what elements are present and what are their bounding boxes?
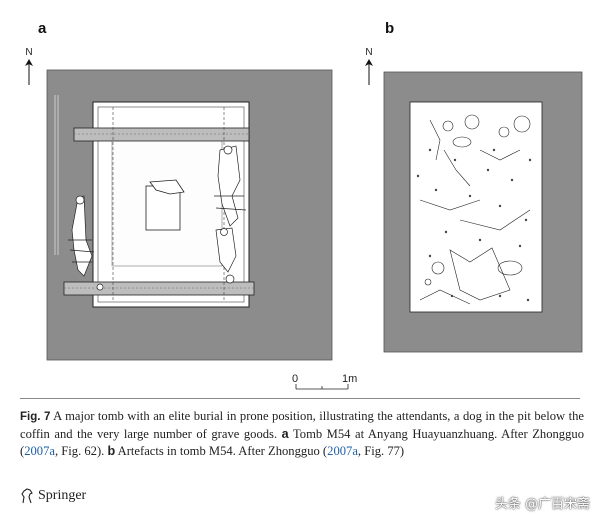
- caption-rule: [20, 398, 580, 399]
- caption-fig-label: Fig. 7: [20, 411, 51, 423]
- scale-start-label: 0: [292, 373, 299, 385]
- north-label-b: N: [365, 47, 373, 58]
- caption-text-5: , Fig. 77): [357, 444, 405, 458]
- grave-goods-dots: [416, 148, 532, 302]
- tomb-plan-a: [46, 69, 333, 361]
- north-arrow-icon: [365, 59, 373, 85]
- beam-top: [73, 127, 250, 142]
- figure-drawings: [46, 69, 583, 390]
- caption-ref-2[interactable]: 2007a: [327, 444, 358, 458]
- caption-bold-a: a: [281, 427, 289, 441]
- grave-goods: [419, 114, 531, 305]
- scale-end-label: 1m: [342, 373, 358, 385]
- springer-horse-icon: [21, 488, 33, 504]
- scale-bar: [295, 384, 349, 390]
- beam-bottom: [63, 281, 255, 296]
- panel-b-letter: b: [385, 20, 395, 37]
- caption-text-4: Artefacts in tomb M54. After Zhongguo (: [115, 444, 328, 458]
- tomb-plan-b: [383, 71, 583, 353]
- north-arrow-icon: [25, 59, 33, 85]
- caption-ref-1[interactable]: 2007a: [24, 444, 55, 458]
- caption-text-1: A major tomb with an elite burial in pro…: [20, 409, 584, 441]
- north-arrow-b: N: [362, 48, 376, 85]
- panel-a-letter: a: [38, 20, 47, 37]
- caption-text-2: Tomb M54 at Anyang Huayuanzhuang. After …: [20, 427, 584, 458]
- watermark: 头条 @广百宋斋: [494, 497, 590, 512]
- publisher-name: Springer: [38, 488, 87, 503]
- figure-caption: Fig. 7 A major tomb with an elite burial…: [20, 408, 584, 460]
- artefact-area: [409, 101, 543, 313]
- north-label-a: N: [25, 47, 33, 58]
- caption-text-3: , Fig. 62).: [54, 444, 108, 458]
- caption-bold-b: b: [107, 444, 116, 458]
- springer-logo: Springer: [20, 488, 86, 504]
- north-arrow-a: N: [22, 48, 36, 85]
